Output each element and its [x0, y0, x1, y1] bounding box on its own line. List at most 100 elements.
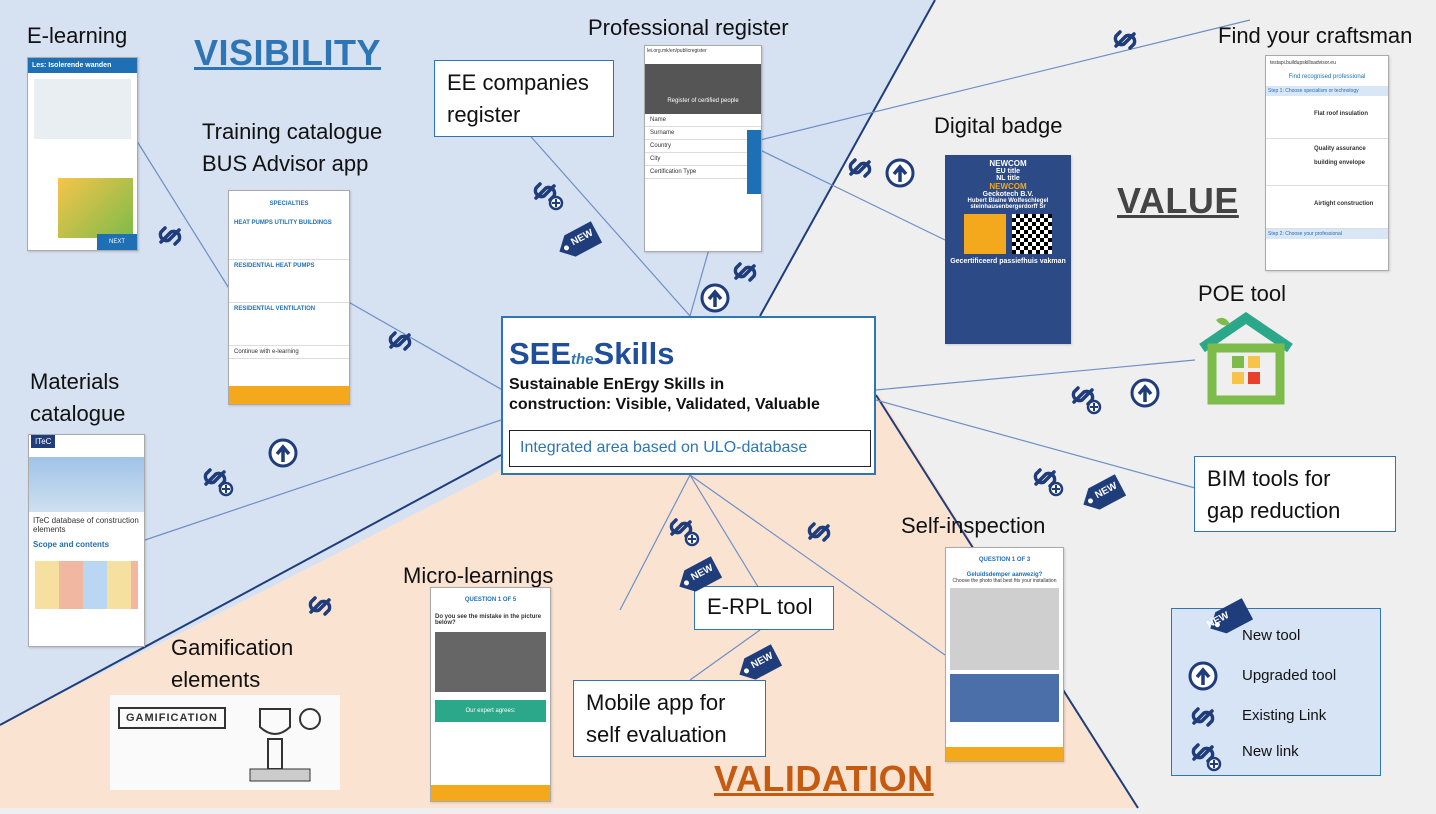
self-photo-2 [950, 674, 1059, 722]
legend-upgraded-tool-label: Upgraded tool [1242, 667, 1336, 684]
upgraded-tool-icon [1188, 661, 1220, 693]
house-illustration [58, 178, 133, 238]
label-catalogue: catalogue [30, 398, 125, 430]
subtitle-line-1: Sustainable EnErgy Skills in [509, 375, 874, 395]
zone-title-value: VALUE [1117, 180, 1239, 222]
find-title: Find recognised professional [1266, 74, 1388, 80]
new-link-icon [1068, 380, 1104, 416]
existing-link-icon [730, 256, 766, 292]
brand-see: SEE [509, 336, 571, 371]
find-item-1: Flat roof insulation [1266, 96, 1388, 139]
badge-company: Geckotech B.V. [946, 191, 1070, 198]
erpl-box: E-RPL tool [694, 586, 834, 630]
badge-nl-title: NL title [946, 175, 1070, 182]
label-elements: elements [171, 664, 260, 696]
self-photo-1 [950, 588, 1059, 670]
materials-title: ITeC database of construction elements [29, 512, 144, 538]
elearning-next-button: NEXT [97, 234, 137, 250]
center-subtitle: Sustainable EnErgy Skills in constructio… [509, 375, 874, 415]
new-link-icon [1188, 737, 1224, 773]
training-item-1: HEAT PUMPS UTILITY BUILDINGS [229, 217, 349, 260]
ee-companies-box: EE companies register [434, 60, 614, 137]
label-training-catalogue: Training catalogue [202, 116, 382, 148]
materials-hero [29, 457, 144, 512]
brand-the: the [571, 351, 594, 368]
existing-link-icon [1188, 701, 1224, 737]
itec-logo: ITeC [31, 435, 55, 448]
find-url: testapi.buildupskillsadvisor.eu [1266, 56, 1388, 74]
self-hint: Choose the photo that best fits your ins… [946, 578, 1063, 584]
label-self-inspection: Self-inspection [901, 510, 1045, 542]
zone-title-validation: VALIDATION [714, 758, 934, 800]
training-item-3: RESIDENTIAL VENTILATION [229, 303, 349, 346]
badge-eu-title: EU title [946, 168, 1070, 175]
materials-heading: Scope and contents [29, 538, 144, 551]
badge-logo [964, 214, 1006, 254]
bim-tools-box: BIM tools for gap reduction [1194, 456, 1396, 532]
label-bim-1: BIM tools for [1207, 463, 1383, 495]
brand-logo: SEEtheSkills [509, 336, 675, 372]
label-elearning: E-learning [27, 20, 127, 52]
qr-code [1012, 214, 1052, 254]
find-step2: Step 2: Choose your professional [1266, 229, 1388, 239]
legend-new-tool: NEW New tool [1172, 619, 1378, 655]
side-toolbar [747, 130, 761, 194]
legend-existing-link-label: Existing Link [1242, 707, 1326, 724]
new-link-icon [530, 176, 566, 212]
micro-screenshot: QUESTION 1 OF 5 Do you see the mistake i… [430, 587, 551, 802]
existing-link-icon [385, 325, 421, 361]
elearning-screenshot: Les: Isolerende wanden NEXT [27, 57, 138, 251]
materials-screenshot: ITeC ITeC database of construction eleme… [28, 434, 145, 647]
elearning-title: Les: Isolerende wanden [28, 58, 137, 73]
legend-new-link: New link [1172, 735, 1378, 771]
mobile-app-box: Mobile app for self evaluation [573, 680, 766, 757]
upgraded-tool-icon [700, 283, 732, 315]
professional-screenshot: lei.org.mk/en/publicregister Register of… [644, 45, 762, 252]
upgraded-tool-icon [1130, 378, 1162, 410]
label-find-craftsman: Find your craftsman [1218, 20, 1412, 52]
existing-link-icon [1110, 24, 1146, 60]
self-inspection-screenshot: QUESTION 1 OF 3 Geluidsdemper aanwezig? … [945, 547, 1064, 762]
trophy-icon [240, 699, 330, 787]
find-item-2: Quality assurance building envelope [1266, 139, 1388, 186]
brand-skills: Skills [594, 336, 675, 371]
new-link-icon [200, 462, 236, 498]
training-bottom-bar [229, 386, 349, 404]
upgraded-tool-icon [268, 438, 300, 470]
existing-link-icon [804, 516, 840, 552]
new-link-icon [666, 512, 702, 548]
training-screenshot: SPECIALTIES HEAT PUMPS UTILITY BUILDINGS… [228, 190, 350, 405]
self-title: QUESTION 1 OF 3 [946, 548, 1063, 572]
training-cta: Continue with e-learning [229, 346, 349, 359]
find-step1: Step 1: Choose specialism or technology [1266, 86, 1388, 96]
training-item-2: RESIDENTIAL HEAT PUMPS [229, 260, 349, 303]
professional-url: lei.org.mk/en/publicregister [645, 46, 761, 64]
badge-screenshot: NEWCOM EU title NL title NEWCOM Geckotec… [945, 155, 1071, 344]
micro-question: Do you see the mistake in the picture be… [431, 612, 550, 628]
legend-upgraded-tool: Upgraded tool [1172, 659, 1378, 695]
label-bim-2: gap reduction [1207, 495, 1383, 527]
field-city: City [645, 153, 761, 166]
legend-existing-link: Existing Link [1172, 699, 1378, 735]
center-box: SEEtheSkills Sustainable EnErgy Skills i… [501, 316, 876, 475]
integrated-area-label: Integrated area based on ULO-database [509, 430, 871, 467]
micro-photo [435, 632, 546, 692]
subtitle-line-2: construction: Visible, Validated, Valuab… [509, 395, 874, 415]
find-item-3: Airtight construction [1266, 186, 1388, 229]
field-country: Country [645, 140, 761, 153]
label-mobile-1: Mobile app for [586, 687, 753, 719]
upgraded-tool-icon [885, 158, 917, 190]
badge-person: Hubert Blaine Wolfeschlegel steinhausenb… [946, 198, 1070, 210]
field-certification: Certification Type [645, 166, 761, 179]
legend-new-link-label: New link [1242, 743, 1299, 760]
badge-cert: Gecertificeerd passiefhuis vakman [946, 258, 1070, 265]
micro-bottom-bar [431, 785, 550, 801]
poe-house-icon [1192, 312, 1300, 408]
label-poe-tool: POE tool [1198, 278, 1286, 310]
existing-link-icon [845, 152, 881, 188]
label-erpl: E-RPL tool [707, 591, 821, 623]
professional-banner: Register of certified people [645, 64, 761, 114]
materials-header: ITeC [29, 435, 144, 457]
field-name: Name [645, 114, 761, 127]
label-bus-advisor: BUS Advisor app [202, 148, 368, 180]
